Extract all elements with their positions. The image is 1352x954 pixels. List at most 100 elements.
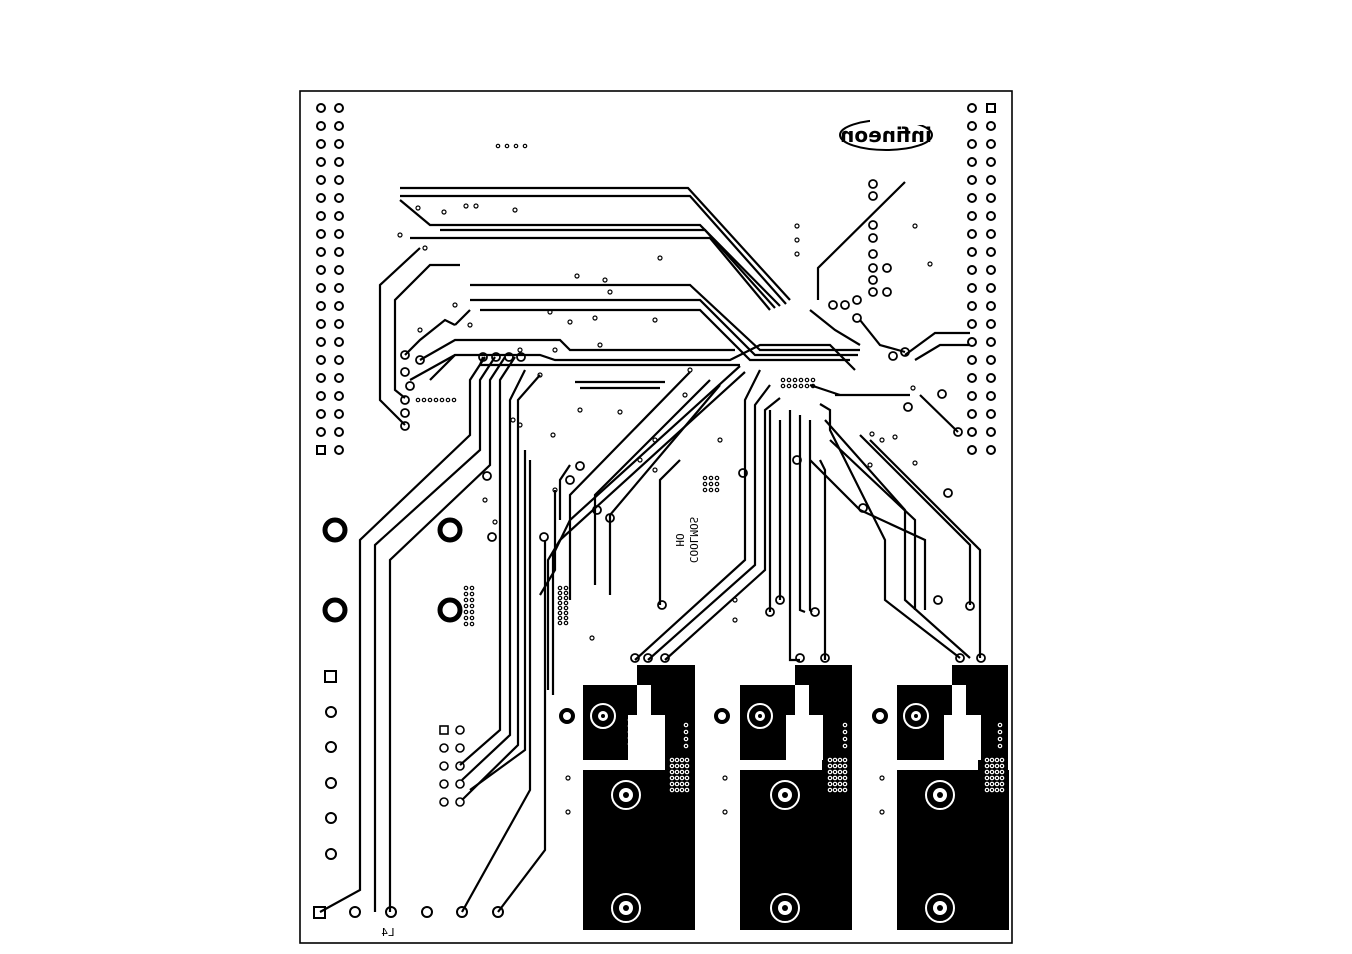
header-pin bbox=[986, 157, 996, 167]
trace bbox=[859, 434, 972, 605]
trace bbox=[469, 450, 527, 791]
header-pin bbox=[334, 247, 344, 257]
via bbox=[994, 787, 1000, 793]
header-pin bbox=[967, 337, 977, 347]
via bbox=[565, 809, 571, 815]
label-coolmos: COOLMOS bbox=[687, 517, 700, 563]
via bbox=[563, 610, 569, 616]
via bbox=[842, 736, 848, 742]
via bbox=[637, 717, 643, 723]
via bbox=[463, 591, 469, 597]
via bbox=[717, 437, 723, 443]
via bbox=[563, 620, 569, 626]
via bbox=[797, 741, 803, 747]
via bbox=[989, 757, 995, 763]
via bbox=[994, 763, 1000, 769]
via bbox=[433, 397, 439, 403]
power-pad-ring bbox=[590, 703, 616, 729]
connector-pin bbox=[325, 706, 337, 718]
via bbox=[632, 717, 638, 723]
header-pin bbox=[316, 301, 326, 311]
header-pin bbox=[967, 157, 977, 167]
via bbox=[832, 781, 838, 787]
header-pin bbox=[316, 355, 326, 365]
via bbox=[792, 377, 798, 383]
header-pin bbox=[334, 211, 344, 221]
trace bbox=[809, 309, 861, 346]
via bbox=[837, 787, 843, 793]
power-pad-ring bbox=[611, 780, 641, 810]
via bbox=[780, 383, 786, 389]
via bbox=[827, 763, 833, 769]
via bbox=[810, 377, 816, 383]
via bbox=[955, 729, 961, 735]
power-pad-ring bbox=[770, 780, 800, 810]
header-pin bbox=[967, 121, 977, 131]
via bbox=[652, 437, 658, 443]
via bbox=[683, 729, 689, 735]
via bbox=[994, 775, 1000, 781]
large-pads bbox=[322, 517, 888, 724]
via bbox=[842, 763, 848, 769]
trace bbox=[914, 343, 970, 361]
via bbox=[684, 757, 690, 763]
via bbox=[955, 717, 961, 723]
via bbox=[627, 723, 633, 729]
header-pin bbox=[986, 211, 996, 221]
trace bbox=[546, 371, 746, 690]
trace bbox=[904, 331, 970, 356]
via bbox=[787, 717, 793, 723]
trace bbox=[393, 263, 460, 399]
via bbox=[997, 722, 1003, 728]
via bbox=[792, 741, 798, 747]
via bbox=[702, 475, 708, 481]
trace bbox=[919, 394, 959, 433]
small-connector bbox=[439, 725, 465, 807]
via bbox=[879, 775, 885, 781]
header-pin bbox=[986, 265, 996, 275]
header-pin bbox=[967, 391, 977, 401]
trace bbox=[551, 365, 741, 695]
via bbox=[427, 397, 433, 403]
power-pad-ring bbox=[611, 893, 641, 923]
via bbox=[955, 741, 961, 747]
via bbox=[563, 605, 569, 611]
via bbox=[837, 775, 843, 781]
via bbox=[910, 385, 916, 391]
trace bbox=[819, 403, 961, 659]
via bbox=[451, 397, 457, 403]
header-pin bbox=[986, 427, 996, 437]
via bbox=[602, 277, 608, 283]
header-pin bbox=[316, 391, 326, 401]
via bbox=[565, 775, 571, 781]
via bbox=[792, 735, 798, 741]
header-pin bbox=[316, 337, 326, 347]
via bbox=[415, 205, 421, 211]
trace bbox=[798, 415, 806, 614]
trace bbox=[419, 338, 735, 361]
via bbox=[469, 615, 475, 621]
header-pin bbox=[986, 247, 996, 257]
header-pin bbox=[967, 355, 977, 365]
via bbox=[950, 717, 956, 723]
header-pin bbox=[967, 409, 977, 419]
header-pin bbox=[986, 391, 996, 401]
via bbox=[945, 717, 951, 723]
header-pin bbox=[334, 355, 344, 365]
power-pad-hole bbox=[782, 792, 788, 798]
via bbox=[607, 289, 613, 295]
via bbox=[637, 457, 643, 463]
header-pin bbox=[334, 265, 344, 275]
via bbox=[842, 729, 848, 735]
header-pin bbox=[334, 301, 344, 311]
header-pin bbox=[334, 157, 344, 167]
connector-pin bbox=[456, 906, 468, 918]
via bbox=[999, 775, 1005, 781]
power-pad-hole bbox=[623, 905, 629, 911]
power-pad-hole bbox=[758, 714, 762, 718]
header-pin bbox=[334, 121, 344, 131]
mounting-pad bbox=[714, 708, 730, 724]
copper-pour-2-bottom bbox=[740, 770, 852, 930]
via bbox=[832, 769, 838, 775]
via bbox=[517, 347, 523, 353]
